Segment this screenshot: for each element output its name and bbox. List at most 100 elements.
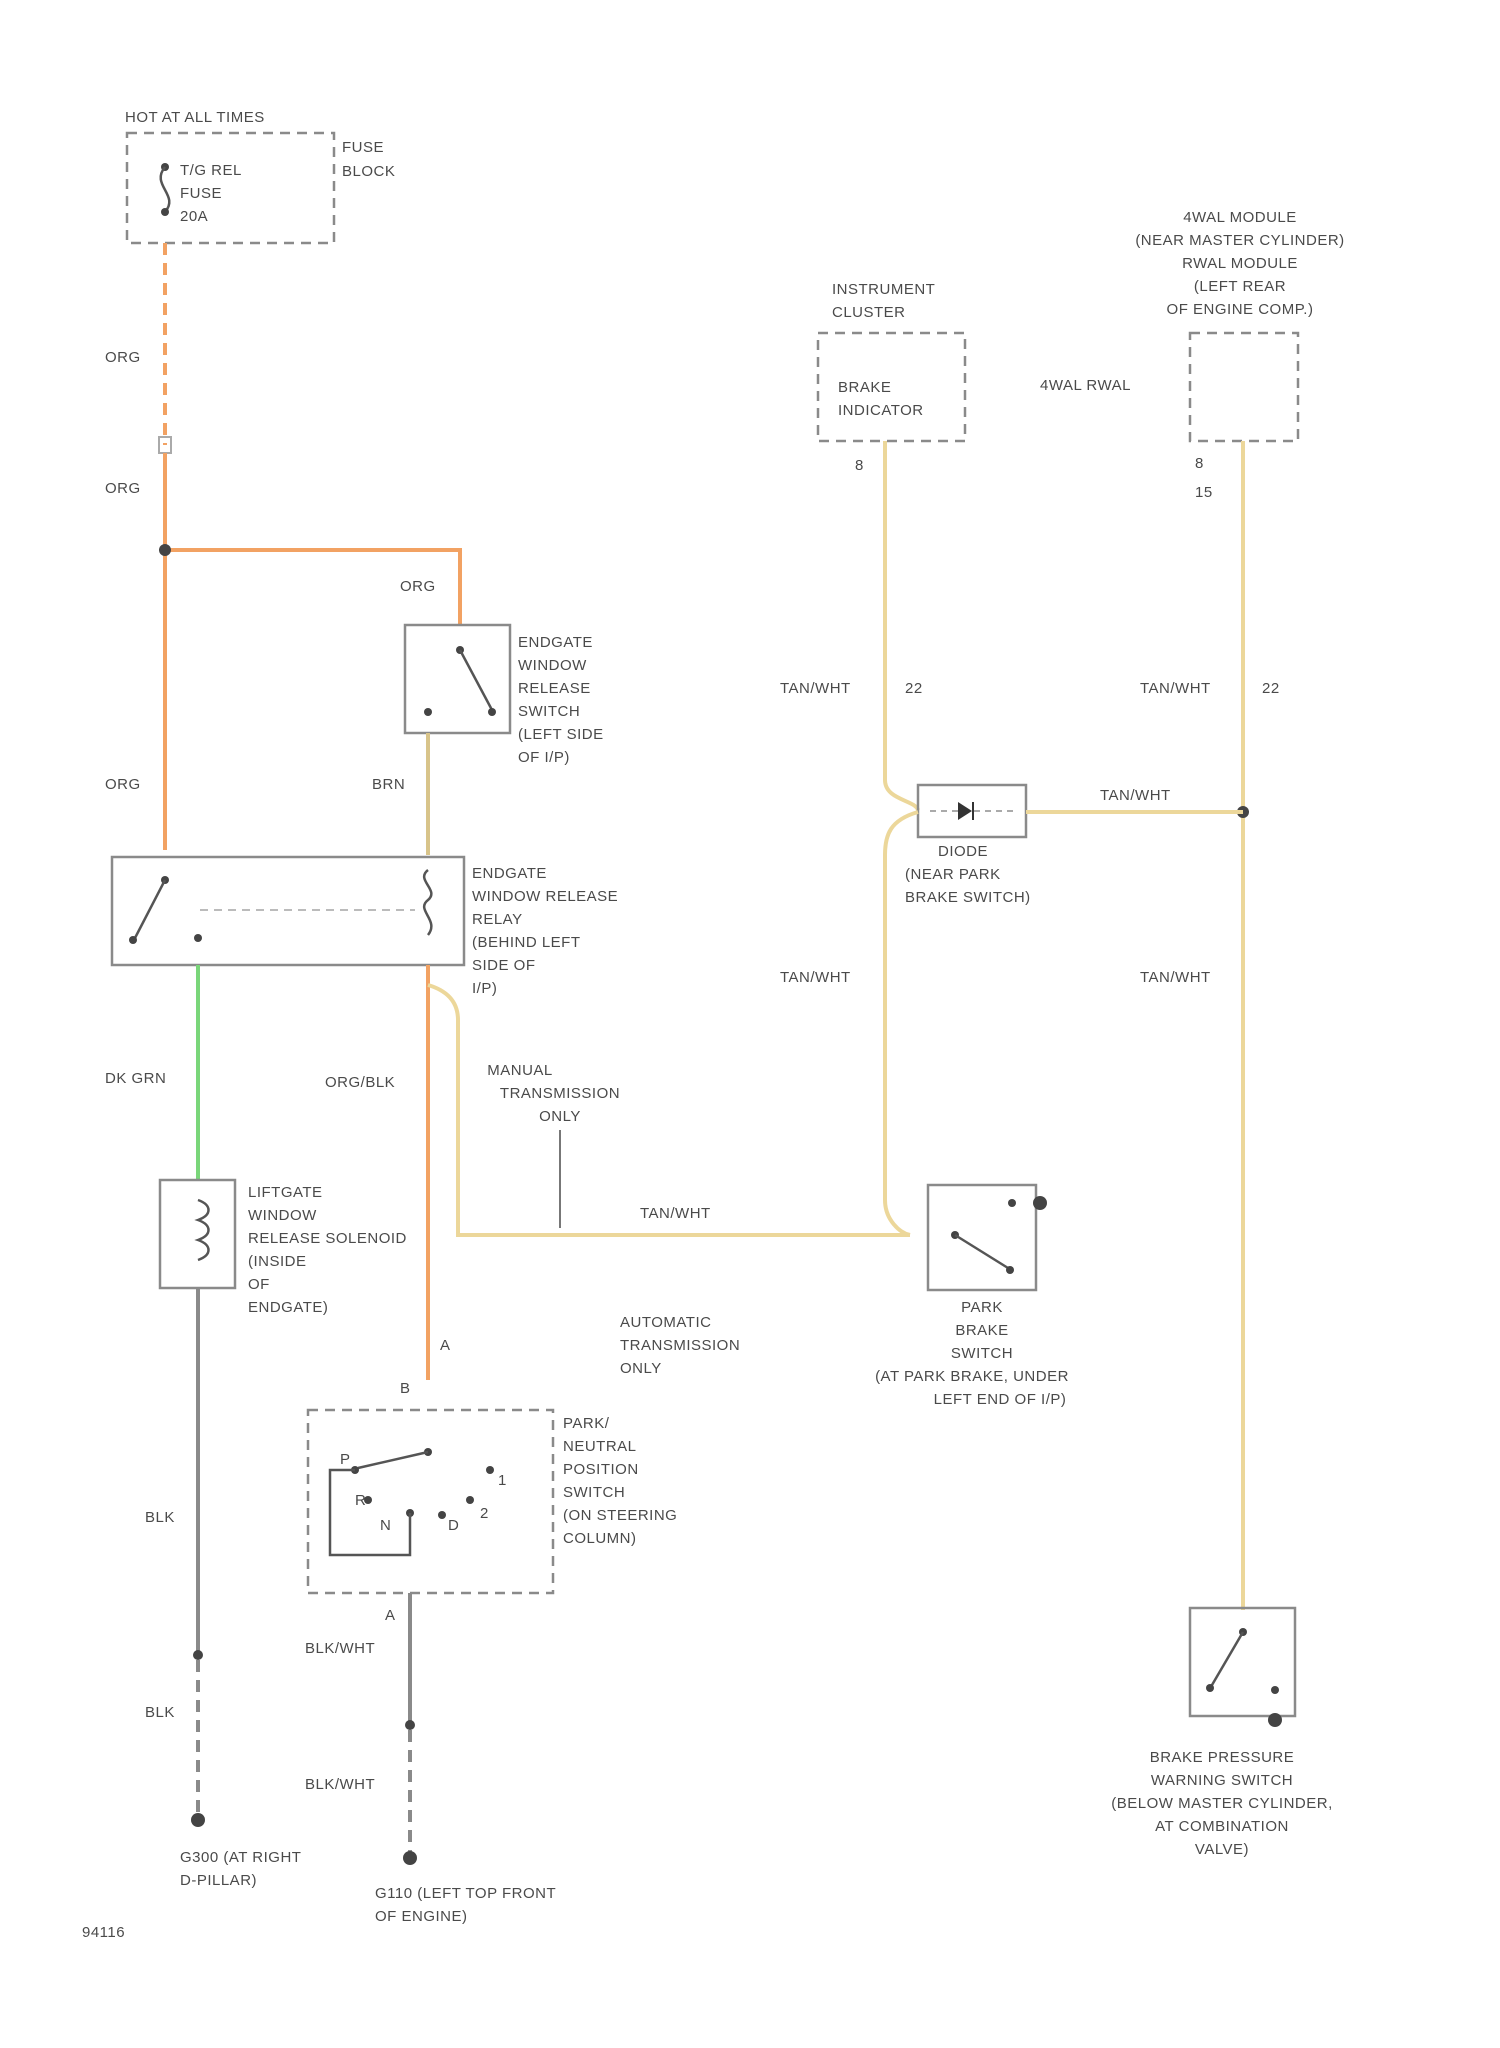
relay-label-2: WINDOW RELEASE xyxy=(472,888,618,905)
blk-wht-label-1: BLK/WHT xyxy=(305,1640,375,1657)
abs-pin-2-label: 15 xyxy=(1195,484,1213,501)
abs-label-5: OF ENGINE COMP.) xyxy=(1167,301,1314,318)
park-brake-switch-box xyxy=(928,1185,1036,1290)
cluster-pin-label: 8 xyxy=(855,457,864,474)
tan-wht-label-3: TAN/WHT xyxy=(1100,787,1171,804)
splice-org xyxy=(159,544,171,556)
endgate-switch-label-1: ENDGATE xyxy=(518,634,593,651)
abs-label-1: 4WAL MODULE xyxy=(1183,209,1297,226)
park-brake-label-4: (AT PARK BRAKE, UNDER xyxy=(875,1368,1069,1385)
dk-grn-label: DK GRN xyxy=(105,1070,166,1087)
tan-wht-label-2: TAN/WHT xyxy=(1140,680,1211,697)
relay-label-6: I/P) xyxy=(472,980,497,997)
org-label-2: ORG xyxy=(105,480,141,497)
blk-label-1: BLK xyxy=(145,1509,175,1526)
pn-switch-box xyxy=(308,1410,553,1593)
org-label-1: ORG xyxy=(105,349,141,366)
endgate-switch-label-5: (LEFT SIDE xyxy=(518,726,604,743)
relay-contact-symbol xyxy=(129,876,415,944)
abs-variants-label: 4WAL RWAL xyxy=(1040,377,1131,394)
splice-2-label: 22 xyxy=(1262,680,1280,697)
tan-wht-cluster-wire xyxy=(885,441,918,810)
pn-p-label: P xyxy=(340,1451,351,1468)
pn-label-6: COLUMN) xyxy=(563,1530,637,1547)
relay-label-4: (BEHIND LEFT xyxy=(472,934,581,951)
blk-wht-label-2: BLK/WHT xyxy=(305,1776,375,1793)
park-brake-switch-symbol xyxy=(951,1196,1047,1274)
pressure-switch-label-4: AT COMBINATION xyxy=(1155,1818,1289,1835)
diode-label-2: (NEAR PARK xyxy=(905,866,1001,883)
solenoid-label-3: RELEASE SOLENOID xyxy=(248,1230,407,1247)
abs-label-4: (LEFT REAR xyxy=(1194,278,1286,295)
tan-wht-manual-wire xyxy=(428,985,910,1235)
solenoid-coil-symbol xyxy=(198,1200,209,1260)
cluster-label-2: CLUSTER xyxy=(832,304,906,321)
pressure-switch-label-1: BRAKE PRESSURE xyxy=(1150,1749,1295,1766)
pressure-switch-box xyxy=(1190,1608,1295,1716)
abs-label-3: RWAL MODULE xyxy=(1182,255,1298,272)
manual-trans-label-2: TRANSMISSION xyxy=(500,1085,620,1102)
tan-wht-label-6: TAN/WHT xyxy=(1140,969,1211,986)
pn-label-3: POSITION xyxy=(563,1461,639,1478)
abs-module-box xyxy=(1190,333,1298,441)
pn-2-label: 2 xyxy=(480,1505,489,1522)
endgate-switch-box xyxy=(405,625,510,733)
manual-trans-label-1: MANUAL xyxy=(487,1062,553,1079)
pressure-switch-label-5: VALVE) xyxy=(1195,1841,1249,1858)
fuse-name-label: T/G REL xyxy=(180,162,242,179)
abs-pin-1-label: 8 xyxy=(1195,455,1204,472)
pn-d-label: D xyxy=(448,1517,459,1534)
relay-label-1: ENDGATE xyxy=(472,865,547,882)
auto-trans-label-1: AUTOMATIC xyxy=(620,1314,711,1331)
relay-label-5: SIDE OF xyxy=(472,957,536,974)
brake-indicator-label-1: BRAKE xyxy=(838,379,891,396)
solenoid-label-6: ENDGATE) xyxy=(248,1299,328,1316)
manual-trans-label-3: ONLY xyxy=(539,1108,581,1125)
brn-label: BRN xyxy=(372,776,405,793)
pn-label-4: SWITCH xyxy=(563,1484,625,1501)
splice-1-label: 22 xyxy=(905,680,923,697)
ground-g300-label-1: G300 (AT RIGHT xyxy=(180,1849,301,1866)
ground-g110-symbol xyxy=(403,1851,417,1865)
solenoid-label-4: (INSIDE xyxy=(248,1253,307,1270)
endgate-switch-symbol xyxy=(424,646,496,716)
pressure-switch-label-3: (BELOW MASTER CYLINDER, xyxy=(1111,1795,1333,1812)
figure-id: 94116 xyxy=(82,1924,125,1941)
park-brake-label-1: PARK xyxy=(961,1299,1003,1316)
org-label-4: ORG xyxy=(105,776,141,793)
pn-pin-b: B xyxy=(400,1380,411,1397)
blk-label-2: BLK xyxy=(145,1704,175,1721)
park-brake-label-2: BRAKE xyxy=(955,1322,1008,1339)
pn-n-label: N xyxy=(380,1517,391,1534)
fuse-block-label-2: BLOCK xyxy=(342,163,395,180)
auto-trans-label-3: ONLY xyxy=(620,1360,662,1377)
relay-coil-symbol xyxy=(424,870,431,935)
fuse-block-box xyxy=(127,133,334,243)
tan-wht-label-5: TAN/WHT xyxy=(640,1205,711,1222)
blk-connector-1 xyxy=(193,1650,203,1660)
diode-label-3: BRAKE SWITCH) xyxy=(905,889,1031,906)
endgate-switch-label-4: SWITCH xyxy=(518,703,580,720)
abs-label-2: (NEAR MASTER CYLINDER) xyxy=(1135,232,1344,249)
pressure-switch-label-2: WARNING SWITCH xyxy=(1151,1772,1293,1789)
park-brake-label-3: SWITCH xyxy=(951,1345,1013,1362)
ground-g300-symbol xyxy=(191,1813,205,1827)
endgate-switch-label-6: OF I/P) xyxy=(518,749,570,766)
pn-1-label: 1 xyxy=(498,1472,507,1489)
solenoid-label-1: LIFTGATE xyxy=(248,1184,323,1201)
solenoid-label-5: OF xyxy=(248,1276,270,1293)
ground-g110-label-2: OF ENGINE) xyxy=(375,1908,468,1925)
hot-at-all-times-label: HOT AT ALL TIMES xyxy=(125,109,265,126)
org-blk-label: ORG/BLK xyxy=(325,1074,395,1091)
brake-indicator-label-2: INDICATOR xyxy=(838,402,924,419)
solenoid-label-2: WINDOW xyxy=(248,1207,317,1224)
pn-label-2: NEUTRAL xyxy=(563,1438,637,1455)
tan-wht-label-1: TAN/WHT xyxy=(780,680,851,697)
fuse-rating-label: 20A xyxy=(180,208,208,225)
pressure-switch-symbol xyxy=(1206,1628,1282,1727)
fuse-type-label: FUSE xyxy=(180,185,222,202)
pn-pin-a: A xyxy=(385,1607,396,1624)
cluster-label-1: INSTRUMENT xyxy=(832,281,935,298)
diode-symbol xyxy=(930,802,1015,820)
org-label-3: ORG xyxy=(400,578,436,595)
